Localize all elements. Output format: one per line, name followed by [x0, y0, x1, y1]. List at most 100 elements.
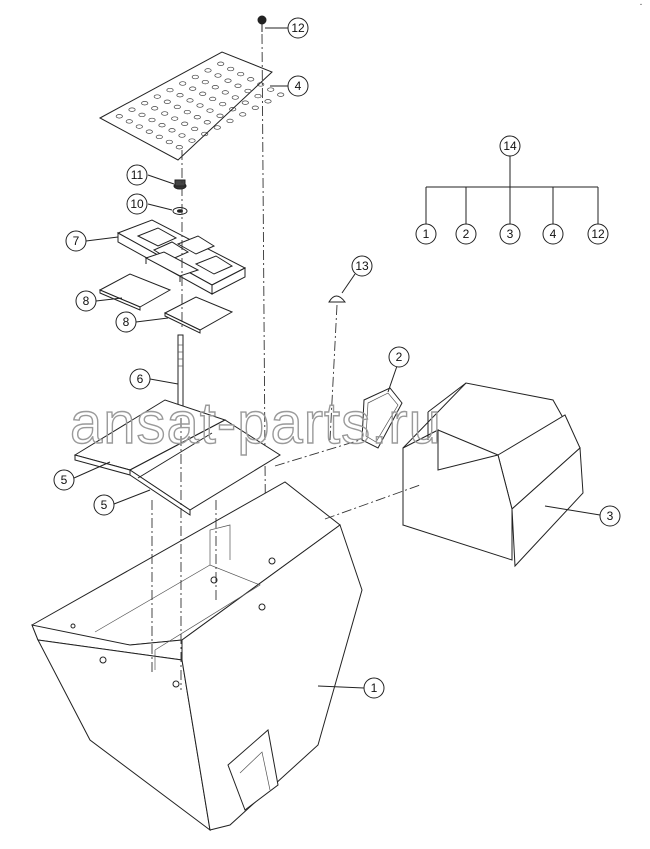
mat-dimple — [257, 82, 265, 87]
callout-8-b: 8 — [123, 315, 130, 329]
mat-dimple — [196, 103, 204, 108]
mat-dimple — [239, 112, 247, 117]
callout-4: 4 — [295, 79, 302, 93]
mat-dimple — [155, 134, 163, 140]
mat-dimple — [141, 101, 149, 106]
callout-6: 6 — [137, 372, 144, 386]
callout-tree-4: 4 — [550, 227, 557, 241]
mat-dimple — [168, 128, 176, 133]
mat-dimple — [176, 93, 184, 98]
mat-dimple — [191, 74, 199, 80]
mat-dimple — [138, 112, 146, 118]
mat-dimple — [204, 68, 212, 73]
mat-dimple — [189, 86, 197, 91]
part-2-gasket — [361, 387, 403, 449]
mat-dimple — [206, 108, 214, 113]
mat-dimple — [163, 99, 171, 104]
mat-dimple — [234, 83, 242, 88]
callout-3: 3 — [607, 509, 614, 523]
mat-dimple — [199, 91, 207, 96]
mat-dimple — [226, 118, 234, 124]
mat-dimple — [193, 115, 201, 120]
mat-dimple — [145, 129, 153, 134]
mat-dimple — [183, 109, 191, 115]
corner-mark: ᐧ — [639, 0, 642, 11]
assembly-line-gasket — [274, 439, 361, 467]
part-4-floor-mat — [98, 51, 285, 161]
mat-dimple — [241, 100, 249, 105]
mat-dimple — [178, 133, 186, 138]
mat-dimples — [115, 61, 285, 150]
mat-dimple — [171, 116, 179, 121]
callout-1: 1 — [371, 681, 378, 695]
mat-dimple — [188, 138, 196, 143]
mat-dimple — [191, 126, 199, 132]
callouts: 12 4 14 1 2 3 4 12 11 10 — [53, 17, 621, 699]
callout-13: 13 — [355, 259, 369, 273]
mat-dimple — [267, 87, 275, 92]
part-8-pad-right — [163, 296, 234, 334]
mat-dimple — [166, 87, 174, 93]
mat-dimple — [214, 73, 222, 78]
part-1-pedestal-base — [31, 481, 363, 832]
mat-dimple — [201, 79, 209, 85]
mat-dimple — [179, 81, 187, 86]
mat-dimple — [158, 123, 166, 128]
mat-dimple — [224, 78, 232, 83]
mat-dimple — [264, 99, 272, 104]
part-10-washer — [172, 207, 188, 215]
mat-dimple — [227, 66, 235, 72]
callout-tree-1: 1 — [423, 227, 430, 241]
mat-dimple — [203, 120, 211, 125]
mat-dimple — [251, 105, 259, 110]
mat-dimple — [161, 111, 169, 116]
callout-tree-12: 12 — [591, 227, 605, 241]
callout-10: 10 — [130, 197, 144, 211]
mat-dimple — [217, 61, 225, 66]
part-8-pad-left — [98, 273, 172, 311]
mat-dimple — [186, 98, 194, 103]
callout-5-b: 5 — [101, 498, 108, 512]
callout-11: 11 — [131, 168, 144, 182]
part-7-pedal-bracket — [116, 219, 247, 295]
mat-dimple — [211, 85, 219, 90]
callout-14: 14 — [503, 139, 517, 153]
mat-dimple — [229, 107, 237, 112]
mat-dimple — [209, 96, 217, 102]
mat-dimple — [244, 88, 252, 94]
part-11-nut — [173, 179, 187, 190]
callout-5-a: 5 — [61, 473, 68, 487]
mat-dimple — [201, 131, 209, 137]
mat-dimple — [153, 94, 161, 99]
part-12-bolt — [257, 15, 267, 32]
mat-dimple — [216, 113, 224, 118]
part-5-plate-right — [129, 419, 281, 516]
mat-dimple — [213, 125, 221, 130]
callout-tree-2: 2 — [463, 227, 470, 241]
mat-dimple — [221, 90, 229, 95]
part-13-knob — [328, 295, 347, 303]
mat-dimple — [165, 139, 173, 145]
part-3-cover — [402, 382, 584, 568]
mat-dimple — [148, 117, 156, 123]
callout-2: 2 — [396, 350, 403, 364]
mat-dimple — [219, 101, 227, 107]
mat-dimple — [175, 145, 183, 150]
mat-dimple — [125, 119, 133, 124]
mat-dimple — [247, 77, 255, 82]
mat-dimple — [181, 121, 189, 126]
mat-dimple — [237, 71, 245, 77]
watermark-text: ansat-parts.ru — [70, 391, 442, 456]
callout-8-a: 8 — [83, 294, 90, 308]
mat-dimple — [231, 95, 239, 100]
mat-dimple — [173, 104, 181, 110]
mat-dimple — [128, 107, 136, 112]
assembly-axis-line-knob — [329, 304, 338, 441]
mat-dimple — [135, 124, 143, 129]
assembly-line-cover — [324, 484, 421, 520]
callout-7: 7 — [73, 234, 80, 248]
mat-dimple — [115, 114, 123, 119]
mat-dimple — [277, 92, 285, 97]
mat-dimple — [151, 106, 159, 111]
